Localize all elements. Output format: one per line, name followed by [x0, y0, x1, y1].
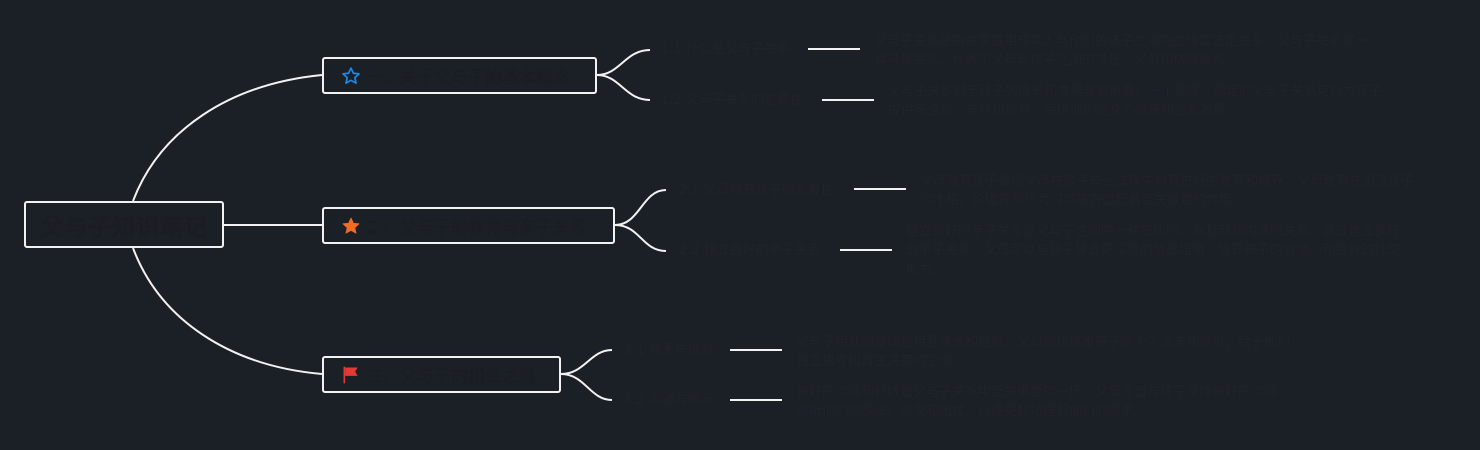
root-title: 父与子知识笔记: [40, 214, 208, 241]
topic1-to-sub12-line: [596, 74, 651, 101]
detail-3-2: 良好的沟通和倾听是父与子关系中至关重要的一环。父母应当与孩子保持良好的沟通，倾听…: [796, 385, 1291, 419]
subtopic-1-1[interactable]: 1.1 什么是父与子关系: [661, 42, 790, 57]
detail-2-1: 父母教育孩子是指父母在孩子成长过程中对其进行的教育和培养。父母教育在塑造孩子的性…: [920, 174, 1415, 208]
topic-node-2[interactable]: 二、父与子的教育与亲子关系: [322, 207, 615, 244]
topic2-to-sub21-line: [614, 189, 667, 226]
topic1-to-sub11-line: [596, 49, 651, 76]
subtopic-2-1[interactable]: 2.1 父母教育孩子的重要性: [679, 183, 834, 198]
topic3-to-sub32-line: [560, 373, 613, 401]
subtopic-2-2[interactable]: 2.2 建立良好的亲子关系: [679, 243, 821, 258]
topic2-to-sub22-line: [614, 224, 667, 252]
detail-1-1: 父与子关系是指在家庭中成年人与他们的孩子之间的血缘或法定关系。父与子关系是一种亲…: [874, 34, 1369, 68]
star-filled-icon: [340, 215, 362, 237]
root-to-topic3-line: [132, 247, 323, 375]
star-outline-icon: [340, 65, 362, 87]
root-to-topic1-line: [132, 74, 323, 202]
topic-label-2: 二、父与子的教育与亲子关系: [366, 218, 587, 238]
root-node[interactable]: 父与子知识笔记: [24, 201, 224, 248]
topic-node-3[interactable]: 三、父与子的相处之道: [322, 356, 561, 393]
topic-label-1: 一、关于父与子的基本概念: [366, 68, 570, 88]
detail-3-1: 父与子相处的基础是相互尊重和理解。父母应该尊重孩子的个人需求和意见，给予他们独立…: [796, 335, 1291, 369]
subtopic-1-2[interactable]: 1.2 父与子关系的重要性: [661, 93, 803, 108]
subtopic-3-2[interactable]: 3.2 沟通与倾听: [624, 393, 714, 408]
subtopic-3-1[interactable]: 3.1 尊重与理解: [624, 343, 714, 358]
red-flag-icon: [340, 364, 362, 386]
topic3-to-sub31-line: [560, 349, 613, 375]
topic-node-1[interactable]: 一、关于父与子的基本概念: [322, 57, 597, 94]
detail-2-2: 建立良好的亲子关系是父与子之间的一种密切的、有互动和沟通的关系。通过建立良好的亲…: [906, 224, 1401, 277]
detail-1-2: 父与子关系对于孩子的成长和发展非常重要。一个健康、稳定的父与子关系可以为孩子提供…: [888, 84, 1383, 118]
topic-label-3: 三、父与子的相处之道: [366, 367, 536, 387]
